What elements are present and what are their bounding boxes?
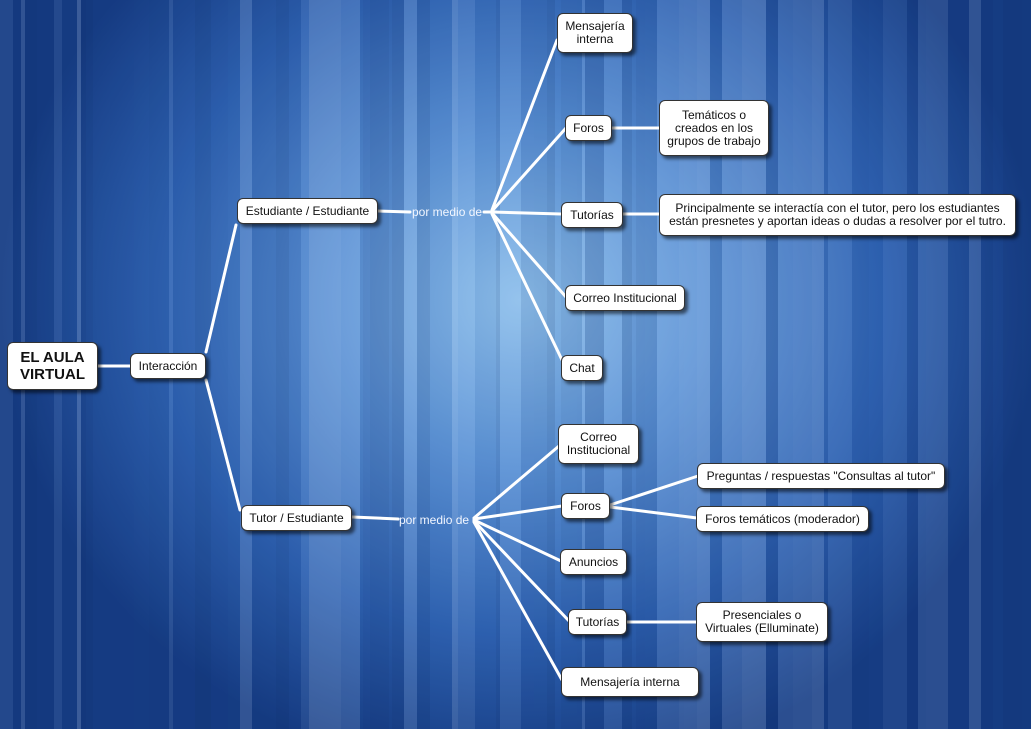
background-stripe xyxy=(604,0,622,729)
connector xyxy=(472,444,561,520)
student-link-label: por medio de xyxy=(412,205,483,219)
background-stripe xyxy=(1022,0,1031,729)
background-stripe xyxy=(289,0,301,729)
tutor-foros-node[interactable]: Foros xyxy=(561,493,610,519)
background-stripe xyxy=(228,0,240,729)
background-stripe xyxy=(309,0,317,729)
tutor-foros-detail-2-node[interactable]: Foros temáticos (moderador) xyxy=(696,506,869,532)
connector xyxy=(350,515,400,521)
background-stripe xyxy=(636,0,645,729)
background-stripe xyxy=(852,0,869,729)
student-foros-node[interactable]: Foros xyxy=(565,115,612,141)
background-stripe xyxy=(404,0,417,729)
background-stripe xyxy=(392,0,404,729)
student-branch-node[interactable]: Estudiante / Estudiante xyxy=(237,198,378,224)
tutor-anuncios-node[interactable]: Anuncios xyxy=(560,549,627,575)
background-stripe xyxy=(301,0,309,729)
connector xyxy=(204,223,238,354)
background-stripe xyxy=(211,0,228,729)
background-stripe xyxy=(496,0,500,729)
student-tutorias-detail-node[interactable]: Principalmente se interactía con el tuto… xyxy=(659,194,1016,236)
background-stripe xyxy=(869,0,883,729)
connector xyxy=(490,210,563,216)
background-stripe xyxy=(828,0,852,729)
background-stripe xyxy=(363,0,370,729)
background-stripe xyxy=(710,0,722,729)
background-stripe xyxy=(1003,0,1022,729)
connector xyxy=(204,378,242,512)
background-stripe xyxy=(0,0,13,729)
background-stripe xyxy=(697,0,710,729)
background-stripe xyxy=(458,0,475,729)
background-stripe xyxy=(360,0,363,729)
background-stripe xyxy=(684,0,697,729)
background-stripe xyxy=(926,0,948,729)
tutor-foros-detail-1-node[interactable]: Preguntas / respuestas "Consultas al tut… xyxy=(697,463,945,489)
background-stripe xyxy=(657,0,679,729)
background-stripe xyxy=(341,0,360,729)
connector xyxy=(472,520,564,682)
background-stripe xyxy=(824,0,828,729)
background-stripe xyxy=(985,0,993,729)
connector xyxy=(490,126,568,213)
background-stripe xyxy=(417,0,430,729)
background-stripe xyxy=(918,0,926,729)
interaction-node[interactable]: Interacción xyxy=(130,353,206,379)
student-chat-node[interactable]: Chat xyxy=(561,355,603,381)
background-stripe xyxy=(993,0,1003,729)
connector xyxy=(472,518,563,563)
background-stripe xyxy=(430,0,452,729)
background-stripe xyxy=(452,0,458,729)
tutor-branch-node[interactable]: Tutor / Estudiante xyxy=(241,505,352,531)
background-stripe xyxy=(722,0,742,729)
background-stripe xyxy=(907,0,918,729)
connector xyxy=(490,212,564,362)
background-stripe xyxy=(240,0,252,729)
student-tutorias-node[interactable]: Tutorías xyxy=(561,202,623,228)
background-stripe xyxy=(778,0,793,729)
background-stripe xyxy=(981,0,985,729)
background-stripe xyxy=(632,0,636,729)
background-stripe xyxy=(555,0,561,729)
background-stripe xyxy=(645,0,657,729)
connector xyxy=(472,504,564,521)
background-stripe xyxy=(547,0,555,729)
connector xyxy=(490,38,559,212)
background-stripe xyxy=(948,0,969,729)
connector xyxy=(608,505,699,520)
tutor-tutorias-detail-node[interactable]: Presenciales o Virtuales (Elluminate) xyxy=(696,602,828,642)
background-stripe xyxy=(812,0,824,729)
background-stripe xyxy=(276,0,289,729)
connector xyxy=(490,211,568,299)
tutor-link-label: por medio de xyxy=(399,513,470,527)
connector xyxy=(376,209,412,214)
background-stripe xyxy=(766,0,778,729)
background-stripe xyxy=(475,0,496,729)
student-mensajeria-node[interactable]: Mensajería interna xyxy=(557,13,633,53)
connector xyxy=(472,519,572,624)
student-correo-node[interactable]: Correo Institucional xyxy=(565,285,685,311)
root-node[interactable]: EL AULA VIRTUAL xyxy=(7,342,98,390)
student-foros-detail-node[interactable]: Temáticos o creados en los grupos de tra… xyxy=(659,100,769,156)
tutor-mensajeria-node[interactable]: Mensajería interna xyxy=(561,667,699,697)
tutor-correo-node[interactable]: Correo Institucional xyxy=(558,424,639,464)
background-stripe xyxy=(622,0,632,729)
background-stripe xyxy=(389,0,392,729)
background-stripe xyxy=(252,0,276,729)
background-stripe xyxy=(883,0,907,729)
background-stripe xyxy=(679,0,684,729)
background-stripe xyxy=(370,0,389,729)
tutor-tutorias-node[interactable]: Tutorías xyxy=(568,609,627,635)
connector xyxy=(608,474,700,507)
background-stripe xyxy=(793,0,812,729)
background-stripe xyxy=(969,0,981,729)
background-stripe xyxy=(534,0,547,729)
background-stripe xyxy=(317,0,341,729)
